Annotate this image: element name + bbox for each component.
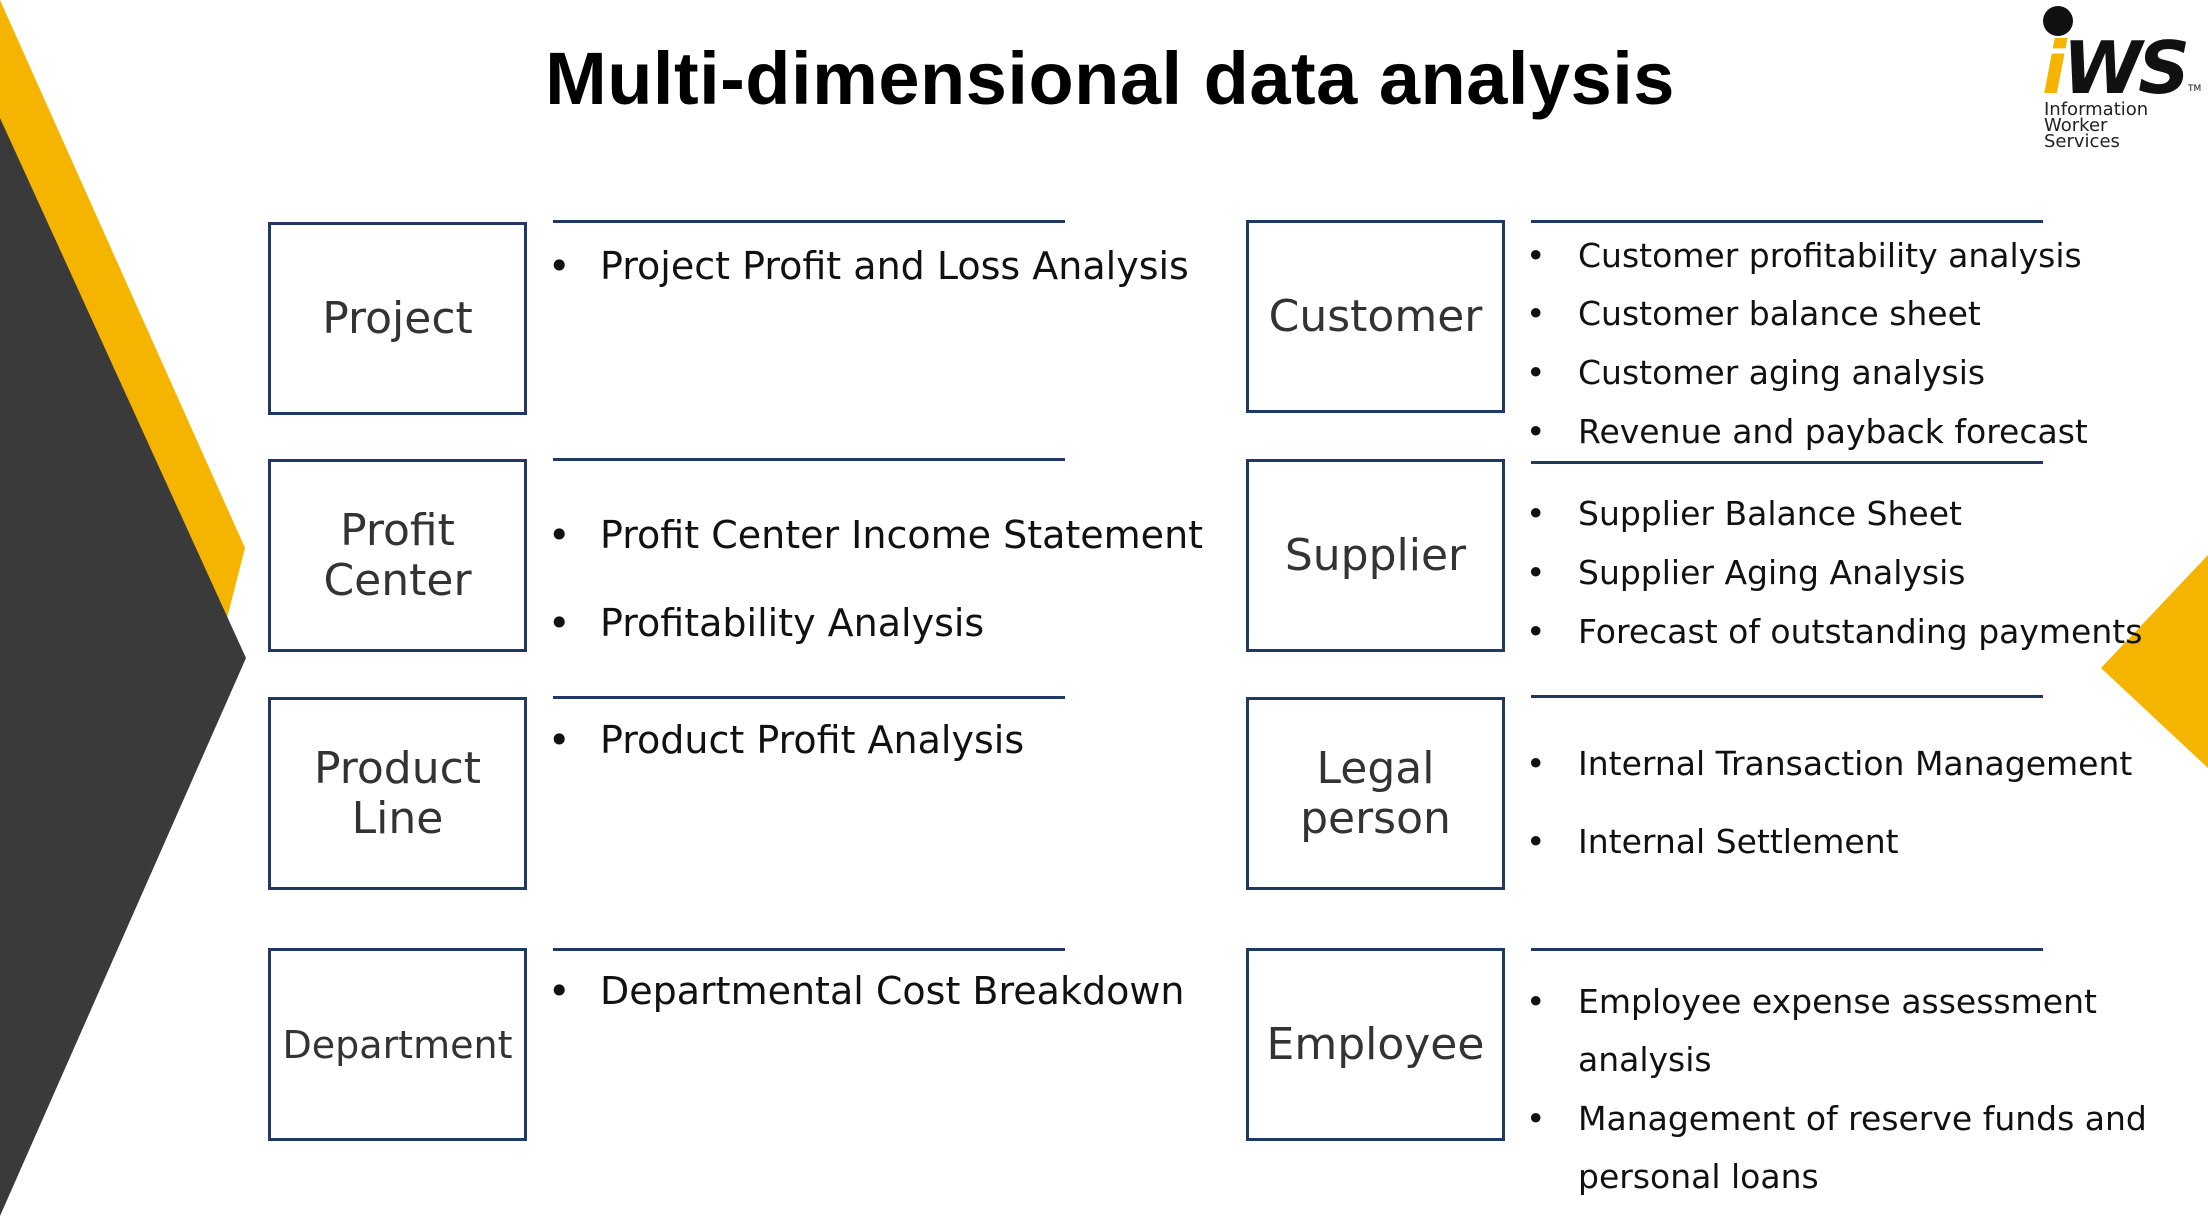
dimension-box-employee: Employee <box>1246 948 1505 1141</box>
dimension-box-project: Project <box>268 222 527 415</box>
yellow-triangle-right <box>2101 555 2208 768</box>
divider-line <box>1531 220 2043 223</box>
dimension-box-customer: Customer <box>1246 220 1505 413</box>
iws-logo: iWS TM Information Worker Services <box>2040 2 2202 162</box>
dimension-box-supplier: Supplier <box>1246 459 1505 652</box>
divider-line <box>553 948 1065 951</box>
page-title: Multi-dimensional data analysis <box>545 37 1675 120</box>
dark-chevron-left <box>0 118 246 1216</box>
dimension-box-product-line: Product Line <box>268 697 527 890</box>
logo-wordmark: iWS <box>2042 26 2190 110</box>
divider-line <box>1531 948 2043 951</box>
divider-line <box>1531 695 2043 698</box>
logo-trademark: TM <box>2188 84 2202 94</box>
divider-line <box>553 220 1065 223</box>
divider-line <box>553 696 1065 699</box>
logo-dot-icon <box>2043 6 2073 36</box>
divider-line <box>1531 461 2043 464</box>
dimension-box-department: Department <box>268 948 527 1141</box>
yellow-stripe-left <box>0 0 245 665</box>
logo-subtitle: Information Worker Services <box>2044 99 2149 152</box>
divider-line <box>553 458 1065 461</box>
dimension-box-legal-person: Legal person <box>1246 697 1505 890</box>
dimension-box-profit-center: Profit Center <box>268 459 527 652</box>
